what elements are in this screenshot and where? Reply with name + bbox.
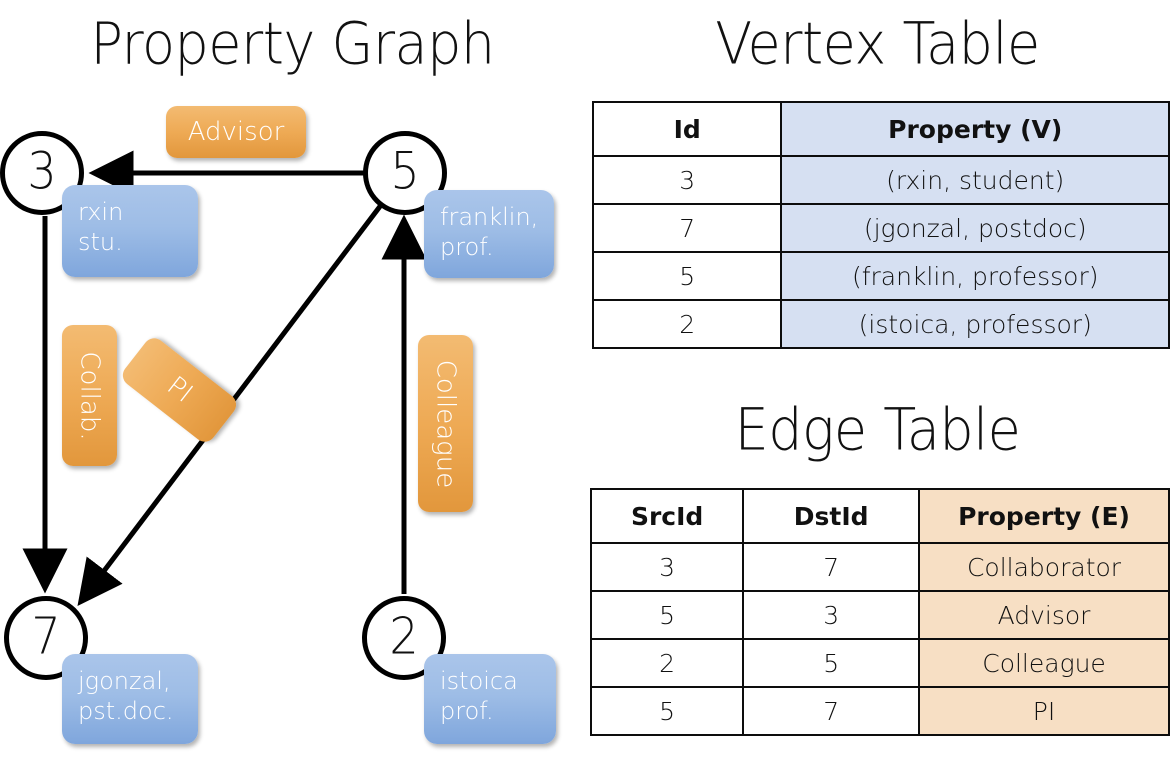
vertex-table-cell-id: 2	[591, 299, 783, 349]
edge-table-cell-dstid: 5	[742, 638, 921, 688]
edge-label-collab: Collab.	[62, 325, 117, 466]
edge-table-cell-srcid: 5	[589, 590, 745, 640]
edge-label-colleague-text: Colleague	[430, 359, 461, 488]
graph-node-3-property-line1: rxin	[78, 198, 124, 226]
edge-label-pi-text: PI	[161, 370, 198, 410]
edge-table-cell-property: Collaborator	[918, 542, 1170, 592]
graph-node-7-label: 7	[31, 606, 61, 666]
graph-node-5-property-box: franklin, prof.	[424, 190, 554, 278]
graph-node-7-property-line1: jgonzal,	[78, 667, 171, 695]
edge-table-header-dstid: DstId	[742, 488, 921, 544]
property-graph-diagram: 3 5 7 2 rxin stu. franklin, prof. jgonza…	[0, 106, 556, 744]
table-row[interactable]: 5 3 Advisor	[589, 590, 1170, 640]
graph-node-2-label: 2	[389, 606, 419, 666]
edge-table: SrcId DstId Property (E) 3 7 Collaborato…	[589, 488, 1170, 736]
graph-node-5-label: 5	[390, 141, 420, 201]
table-row[interactable]: 3 (rxin, student)	[591, 155, 1170, 205]
edge-label-colleague: Colleague	[418, 335, 473, 512]
graph-node-5[interactable]: 5	[363, 131, 447, 215]
edge-table-cell-dstid: 3	[742, 590, 921, 640]
table-row[interactable]: 2 (istoica, professor)	[591, 299, 1170, 349]
edge-table-cell-property: PI	[918, 686, 1170, 736]
vertex-table-cell-id: 5	[591, 251, 783, 301]
graph-node-5-property-line2: prof.	[440, 233, 494, 261]
edge-table-header-row: SrcId DstId Property (E)	[589, 488, 1170, 544]
table-row[interactable]: 2 5 Colleague	[589, 638, 1170, 688]
vertex-table-cell-id: 3	[591, 155, 783, 205]
edge-table-cell-srcid: 3	[589, 542, 745, 592]
edge-table-cell-dstid: 7	[742, 542, 921, 592]
vertex-table-cell-property: (istoica, professor)	[780, 299, 1170, 349]
page-title-vertex-table: Vertex Table	[715, 9, 1040, 78]
graph-node-7-property-box: jgonzal, pst.doc.	[62, 654, 198, 744]
edge-label-advisor: Advisor	[166, 106, 306, 158]
table-row[interactable]: 7 (jgonzal, postdoc)	[591, 203, 1170, 253]
edge-label-collab-text: Collab.	[74, 350, 105, 441]
edge-table-cell-property: Colleague	[918, 638, 1170, 688]
vertex-table-header-id: Id	[591, 101, 783, 157]
table-row[interactable]: 5 7 PI	[589, 686, 1170, 736]
graph-node-2-property-box: istoica prof.	[424, 654, 556, 744]
graph-node-3-property-box: rxin stu.	[62, 185, 198, 277]
vertex-table-cell-property: (franklin, professor)	[780, 251, 1170, 301]
vertex-table-cell-property: (rxin, student)	[780, 155, 1170, 205]
edge-table-header-srcid: SrcId	[589, 488, 745, 544]
graph-node-3-property-line2: stu.	[78, 228, 123, 256]
vertex-table-header-property: Property (V)	[780, 101, 1170, 157]
edge-label-advisor-text: Advisor	[187, 117, 285, 147]
graph-node-2[interactable]: 2	[362, 596, 446, 680]
edge-table-header-property: Property (E)	[918, 488, 1170, 544]
graph-node-3-label: 3	[27, 141, 57, 201]
vertex-table-cell-property: (jgonzal, postdoc)	[780, 203, 1170, 253]
table-row[interactable]: 5 (franklin, professor)	[591, 251, 1170, 301]
graph-node-7-property-line2: pst.doc.	[78, 697, 174, 725]
table-row[interactable]: 3 7 Collaborator	[589, 542, 1170, 592]
vertex-table-cell-id: 7	[591, 203, 783, 253]
edge-table-cell-srcid: 5	[589, 686, 745, 736]
graph-node-5-property-line1: franklin,	[440, 203, 539, 231]
edge-table-cell-property: Advisor	[918, 590, 1170, 640]
vertex-table-header-row: Id Property (V)	[591, 101, 1170, 157]
vertex-table: Id Property (V) 3 (rxin, student) 7 (jgo…	[591, 101, 1170, 349]
edge-table-cell-dstid: 7	[742, 686, 921, 736]
page-title-edge-table: Edge Table	[734, 395, 1021, 464]
graph-node-2-property-line1: istoica	[440, 667, 518, 695]
graph-node-2-property-line2: prof.	[440, 697, 494, 725]
page-title-property-graph: Property Graph	[90, 9, 495, 78]
edge-table-cell-srcid: 2	[589, 638, 745, 688]
